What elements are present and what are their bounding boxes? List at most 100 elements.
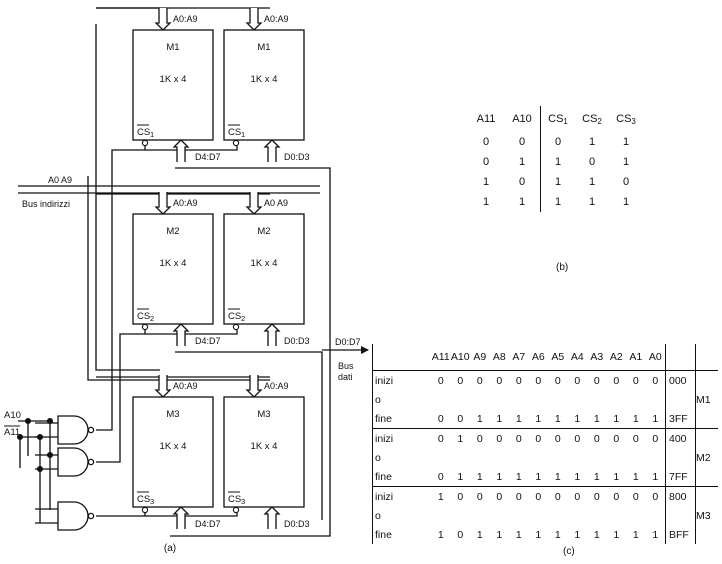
- chip-select-index: 2: [150, 314, 154, 323]
- address-map-caption: (c): [563, 546, 575, 557]
- address-map-hex: 3FF: [665, 409, 696, 429]
- address-map-bit: 1: [574, 412, 581, 425]
- address-arrow-m1-1: [245, 8, 263, 31]
- address-map-column-header: A6: [531, 351, 545, 363]
- address-map-hex: 000: [665, 370, 696, 390]
- address-map-bit: [431, 448, 451, 467]
- address-map-bit: [626, 390, 646, 409]
- address-arrow-m3-1: [245, 375, 263, 398]
- address-label-m3-1: A0:A9: [264, 381, 289, 391]
- chip-select-label: CS: [137, 311, 150, 322]
- address-map-bit: [568, 448, 588, 467]
- address-map-bit: [587, 390, 607, 409]
- data-bus-name-1: Bus: [338, 361, 354, 371]
- address-map-bit: 1: [496, 412, 503, 425]
- address-map-bit: 0: [431, 370, 451, 390]
- address-map-column-header: A3: [590, 351, 604, 363]
- truth-table-cell: 1: [622, 136, 630, 148]
- truth-header-cs2: CS2: [582, 112, 602, 126]
- address-map-bit: 0: [606, 428, 626, 448]
- chip-select-index: 1: [150, 130, 154, 139]
- address-map-module: M1: [695, 390, 718, 409]
- truth-table-cell: 0: [622, 176, 630, 188]
- truth-table-cell: 0: [482, 136, 490, 148]
- address-map-bit: 1: [496, 470, 503, 483]
- nand-gate-2: [57, 447, 89, 477]
- address-map-row-label: inizi: [372, 428, 431, 448]
- address-map-bit: 0: [437, 470, 444, 483]
- chip-select-index: 3: [150, 497, 154, 506]
- address-map-hex: [665, 448, 696, 467]
- address-map-bit: 1: [593, 470, 600, 483]
- address-map-bit: [529, 390, 549, 409]
- chip-select-label: CS: [228, 494, 241, 505]
- address-map-column-header: A0: [648, 351, 662, 363]
- address-map-row-label: fine: [372, 525, 431, 544]
- address-map-bit: [470, 448, 490, 467]
- address-map-bit: [626, 506, 646, 525]
- address-map-bit: [607, 448, 627, 467]
- junction-dot-2: [36, 433, 44, 441]
- address-map-header-hex: [665, 344, 696, 371]
- address-map-bit: 0: [528, 428, 548, 448]
- truth-table-cell: 1: [622, 196, 630, 208]
- address-map-row-label: inizi: [372, 370, 431, 390]
- address-map-bit: 0: [567, 486, 587, 506]
- address-map-module: [695, 486, 718, 506]
- chip-name: M1: [166, 42, 179, 53]
- address-map-header-blank: [372, 344, 431, 371]
- chip-body: [132, 29, 214, 141]
- address-map-hex: [665, 390, 696, 409]
- nand-gate-bubble-2: [87, 458, 95, 466]
- data-bus-line-inner: [175, 351, 323, 520]
- address-label-m3-0: A0:A9: [173, 381, 198, 391]
- truth-table-cell: 0: [482, 156, 490, 168]
- address-label-m2-1: A0 A9: [264, 198, 288, 208]
- address-arrow-m3-0: [154, 375, 172, 398]
- truth-table-cell: 0: [518, 136, 526, 148]
- address-map-bit: 0: [626, 486, 646, 506]
- chip-size: 1K x 4: [251, 441, 278, 452]
- address-map-column-header: A1: [629, 351, 643, 363]
- address-map-bit: 1: [431, 486, 451, 506]
- address-label-m1-1: A0:A9: [264, 14, 289, 24]
- address-map-bit: 1: [554, 528, 561, 541]
- address-map-bit: 0: [645, 370, 666, 390]
- chip-select-bubble: [232, 323, 240, 331]
- address-map-column-header: A11: [431, 351, 450, 363]
- address-map-bit: [431, 506, 451, 525]
- chip-select-bubble: [232, 139, 240, 147]
- address-map-bit: 1: [535, 412, 542, 425]
- address-map-bit: [509, 448, 529, 467]
- chip-name: M2: [166, 226, 179, 237]
- address-map-bit: 0: [528, 486, 548, 506]
- truth-header-a10: A10: [512, 113, 532, 125]
- address-map-row-label: o: [372, 390, 431, 409]
- address-map-hex: 400: [665, 428, 696, 448]
- chip-select-index: 3: [241, 497, 245, 506]
- data-bus-line-outer: [170, 167, 331, 537]
- address-map-bit: 0: [450, 486, 470, 506]
- data-arrow-m1-0: [172, 139, 190, 162]
- address-map-bit: 1: [613, 528, 620, 541]
- address-map-bit: [548, 506, 568, 525]
- truth-header-cs3: CS3: [616, 112, 636, 126]
- data-arrow-m1-1: [263, 139, 281, 162]
- address-map-bit: [490, 390, 510, 409]
- chip-select-bubble: [141, 139, 149, 147]
- nand-gate-1: [57, 415, 89, 445]
- cs1-line: [96, 146, 146, 431]
- address-map-row-label: fine: [372, 409, 431, 429]
- address-map-bit: 0: [606, 370, 626, 390]
- cs2-line: [96, 330, 146, 463]
- address-map-bit: 0: [626, 370, 646, 390]
